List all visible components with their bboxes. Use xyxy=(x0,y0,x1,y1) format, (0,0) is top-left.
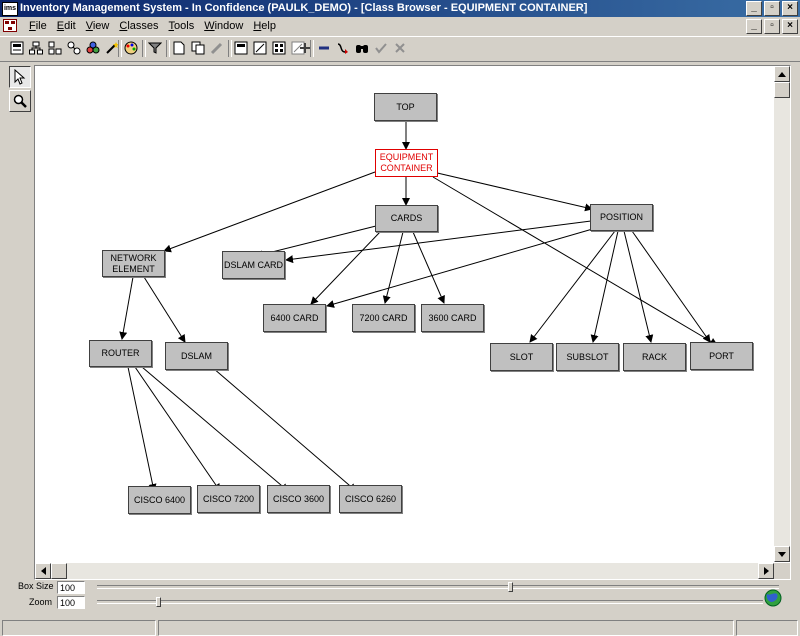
check-icon[interactable] xyxy=(372,39,390,57)
box-size-slider-thumb[interactable] xyxy=(508,582,513,592)
node-equipment-container-line1: EQUIPMENT xyxy=(379,152,434,162)
mdi-close-button[interactable]: × xyxy=(782,19,798,34)
mdi-minimize-button[interactable]: _ xyxy=(746,19,762,34)
node-network-element-line2: ELEMENT xyxy=(112,263,155,274)
horizontal-scrollbar[interactable] xyxy=(35,563,774,579)
connect-icon[interactable] xyxy=(334,39,352,57)
print-icon[interactable] xyxy=(232,39,250,57)
mdi-restore-button[interactable]: ▫ xyxy=(764,19,780,34)
pointer-tool-icon[interactable] xyxy=(9,66,31,88)
node-7200-card[interactable]: 7200 CARD xyxy=(352,304,415,332)
box-size-slider[interactable] xyxy=(97,585,779,589)
menu-bar: File Edit View Classes Tools Window Help… xyxy=(0,17,800,35)
maximize-button[interactable]: ▫ xyxy=(764,1,780,16)
cancel-icon[interactable] xyxy=(391,39,409,57)
node-top[interactable]: TOP xyxy=(374,93,437,121)
scroll-corner xyxy=(774,563,790,579)
scroll-left-button[interactable] xyxy=(35,563,51,579)
node-3600-card[interactable]: 3600 CARD xyxy=(421,304,484,332)
node-router[interactable]: ROUTER xyxy=(89,340,152,367)
zoom-slider[interactable] xyxy=(97,600,763,604)
globe-icon[interactable] xyxy=(763,588,783,608)
node-dslam-card[interactable]: DSLAM CARD xyxy=(222,251,285,279)
tool-palette xyxy=(9,66,31,112)
inheritance-edges xyxy=(119,121,718,492)
app-icon[interactable]: ims xyxy=(2,2,18,16)
status-bar xyxy=(0,618,800,636)
add-icon[interactable] xyxy=(296,39,314,57)
class-icon[interactable] xyxy=(8,39,26,57)
properties-icon[interactable] xyxy=(270,39,288,57)
node-cisco-3600[interactable]: CISCO 3600 xyxy=(267,485,330,513)
edit-pencil-icon[interactable] xyxy=(208,39,226,57)
find-icon[interactable] xyxy=(353,39,371,57)
status-pane-2 xyxy=(158,620,734,636)
close-button[interactable]: × xyxy=(782,1,798,16)
zoom-tool-icon[interactable] xyxy=(9,90,31,112)
box-size-field[interactable]: 100 xyxy=(57,581,85,594)
scroll-down-button[interactable] xyxy=(774,546,790,562)
menu-window[interactable]: Window xyxy=(204,20,244,32)
view-controls: Box Size 100 Zoom 100 xyxy=(0,578,800,618)
minimize-button[interactable]: _ xyxy=(746,1,762,16)
node-equipment-container-line2: CONTAINER xyxy=(380,163,433,173)
toolbar xyxy=(0,36,800,62)
objects-icon[interactable] xyxy=(84,39,102,57)
node-cisco-7200[interactable]: CISCO 7200 xyxy=(197,485,260,513)
zoom-field[interactable]: 100 xyxy=(57,596,85,609)
zoom-slider-thumb[interactable] xyxy=(156,597,161,607)
menu-edit[interactable]: Edit xyxy=(56,20,76,32)
remove-icon[interactable] xyxy=(315,39,333,57)
node-network-element-line1: NETWORK xyxy=(110,252,157,263)
zoom-label: Zoom xyxy=(29,597,53,607)
box-size-label: Box Size xyxy=(18,581,54,591)
scroll-thumb-horizontal[interactable] xyxy=(51,563,67,579)
scroll-up-button[interactable] xyxy=(774,66,790,82)
menu-help[interactable]: Help xyxy=(253,20,276,32)
copy-icon[interactable] xyxy=(189,39,207,57)
node-slot[interactable]: SLOT xyxy=(490,343,553,371)
document-icon[interactable] xyxy=(3,19,17,32)
wand-icon[interactable] xyxy=(103,39,121,57)
status-pane-1 xyxy=(2,620,156,636)
filter-icon[interactable] xyxy=(146,39,164,57)
scroll-thumb-vertical[interactable] xyxy=(774,82,790,98)
status-pane-3 xyxy=(736,620,798,636)
node-port[interactable]: PORT xyxy=(690,342,753,370)
node-rack[interactable]: RACK xyxy=(623,343,686,371)
new-document-icon[interactable] xyxy=(170,39,188,57)
node-cards[interactable]: CARDS xyxy=(375,205,438,232)
node-6400-card[interactable]: 6400 CARD xyxy=(263,304,326,332)
scroll-right-button[interactable] xyxy=(758,563,774,579)
print-preview-icon[interactable] xyxy=(251,39,269,57)
tree-icon[interactable] xyxy=(46,39,64,57)
hierarchy-icon[interactable] xyxy=(27,39,45,57)
layout-icon[interactable] xyxy=(289,39,307,57)
menu-tools[interactable]: Tools xyxy=(168,20,195,32)
network-icon[interactable] xyxy=(65,39,83,57)
window-title: Inventory Management System - In Confide… xyxy=(20,2,588,14)
node-dslam[interactable]: DSLAM xyxy=(165,342,228,370)
node-subslot[interactable]: SUBSLOT xyxy=(556,343,619,371)
vertical-scrollbar[interactable] xyxy=(774,66,790,562)
node-position[interactable]: POSITION xyxy=(590,204,653,231)
palette-icon[interactable] xyxy=(122,39,140,57)
title-bar: ims Inventory Management System - In Con… xyxy=(0,0,800,17)
menu-file[interactable]: File xyxy=(29,20,47,32)
node-cisco-6400[interactable]: CISCO 6400 xyxy=(128,486,191,514)
menu-classes[interactable]: Classes xyxy=(119,20,159,32)
menu-view[interactable]: View xyxy=(85,20,110,32)
node-cisco-6260[interactable]: CISCO 6260 xyxy=(339,485,402,513)
